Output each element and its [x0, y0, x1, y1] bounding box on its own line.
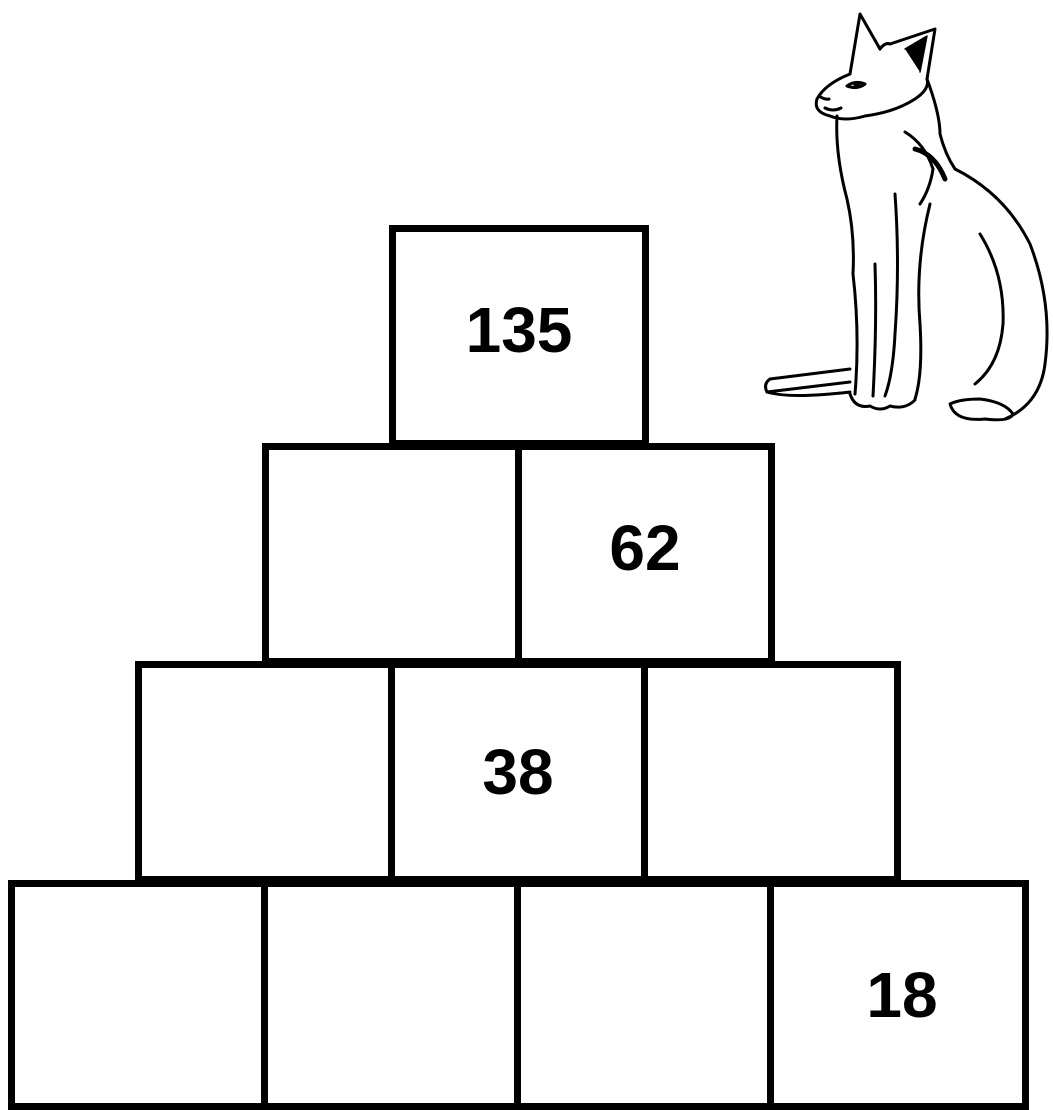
- pyramid-cell-row3-col3[interactable]: [641, 661, 901, 883]
- cell-value: 62: [609, 516, 680, 580]
- cat-icon: [755, 4, 1053, 434]
- pyramid-cell-row4-col4[interactable]: 18: [767, 880, 1029, 1110]
- cell-value: 38: [482, 740, 553, 804]
- pyramid-cell-row4-col1[interactable]: [8, 880, 268, 1110]
- pyramid-cell-row1-col1[interactable]: 135: [389, 225, 649, 447]
- cell-value: 18: [866, 963, 937, 1027]
- pyramid-cell-row2-col1[interactable]: [262, 443, 522, 665]
- cell-value: 135: [466, 298, 573, 362]
- pyramid-cell-row4-col2[interactable]: [261, 880, 521, 1110]
- pyramid-cell-row4-col3[interactable]: [514, 880, 774, 1110]
- pyramid-cell-row3-col2[interactable]: 38: [388, 661, 648, 883]
- pyramid-cell-row3-col1[interactable]: [135, 661, 395, 883]
- pyramid-cell-row2-col2[interactable]: 62: [515, 443, 775, 665]
